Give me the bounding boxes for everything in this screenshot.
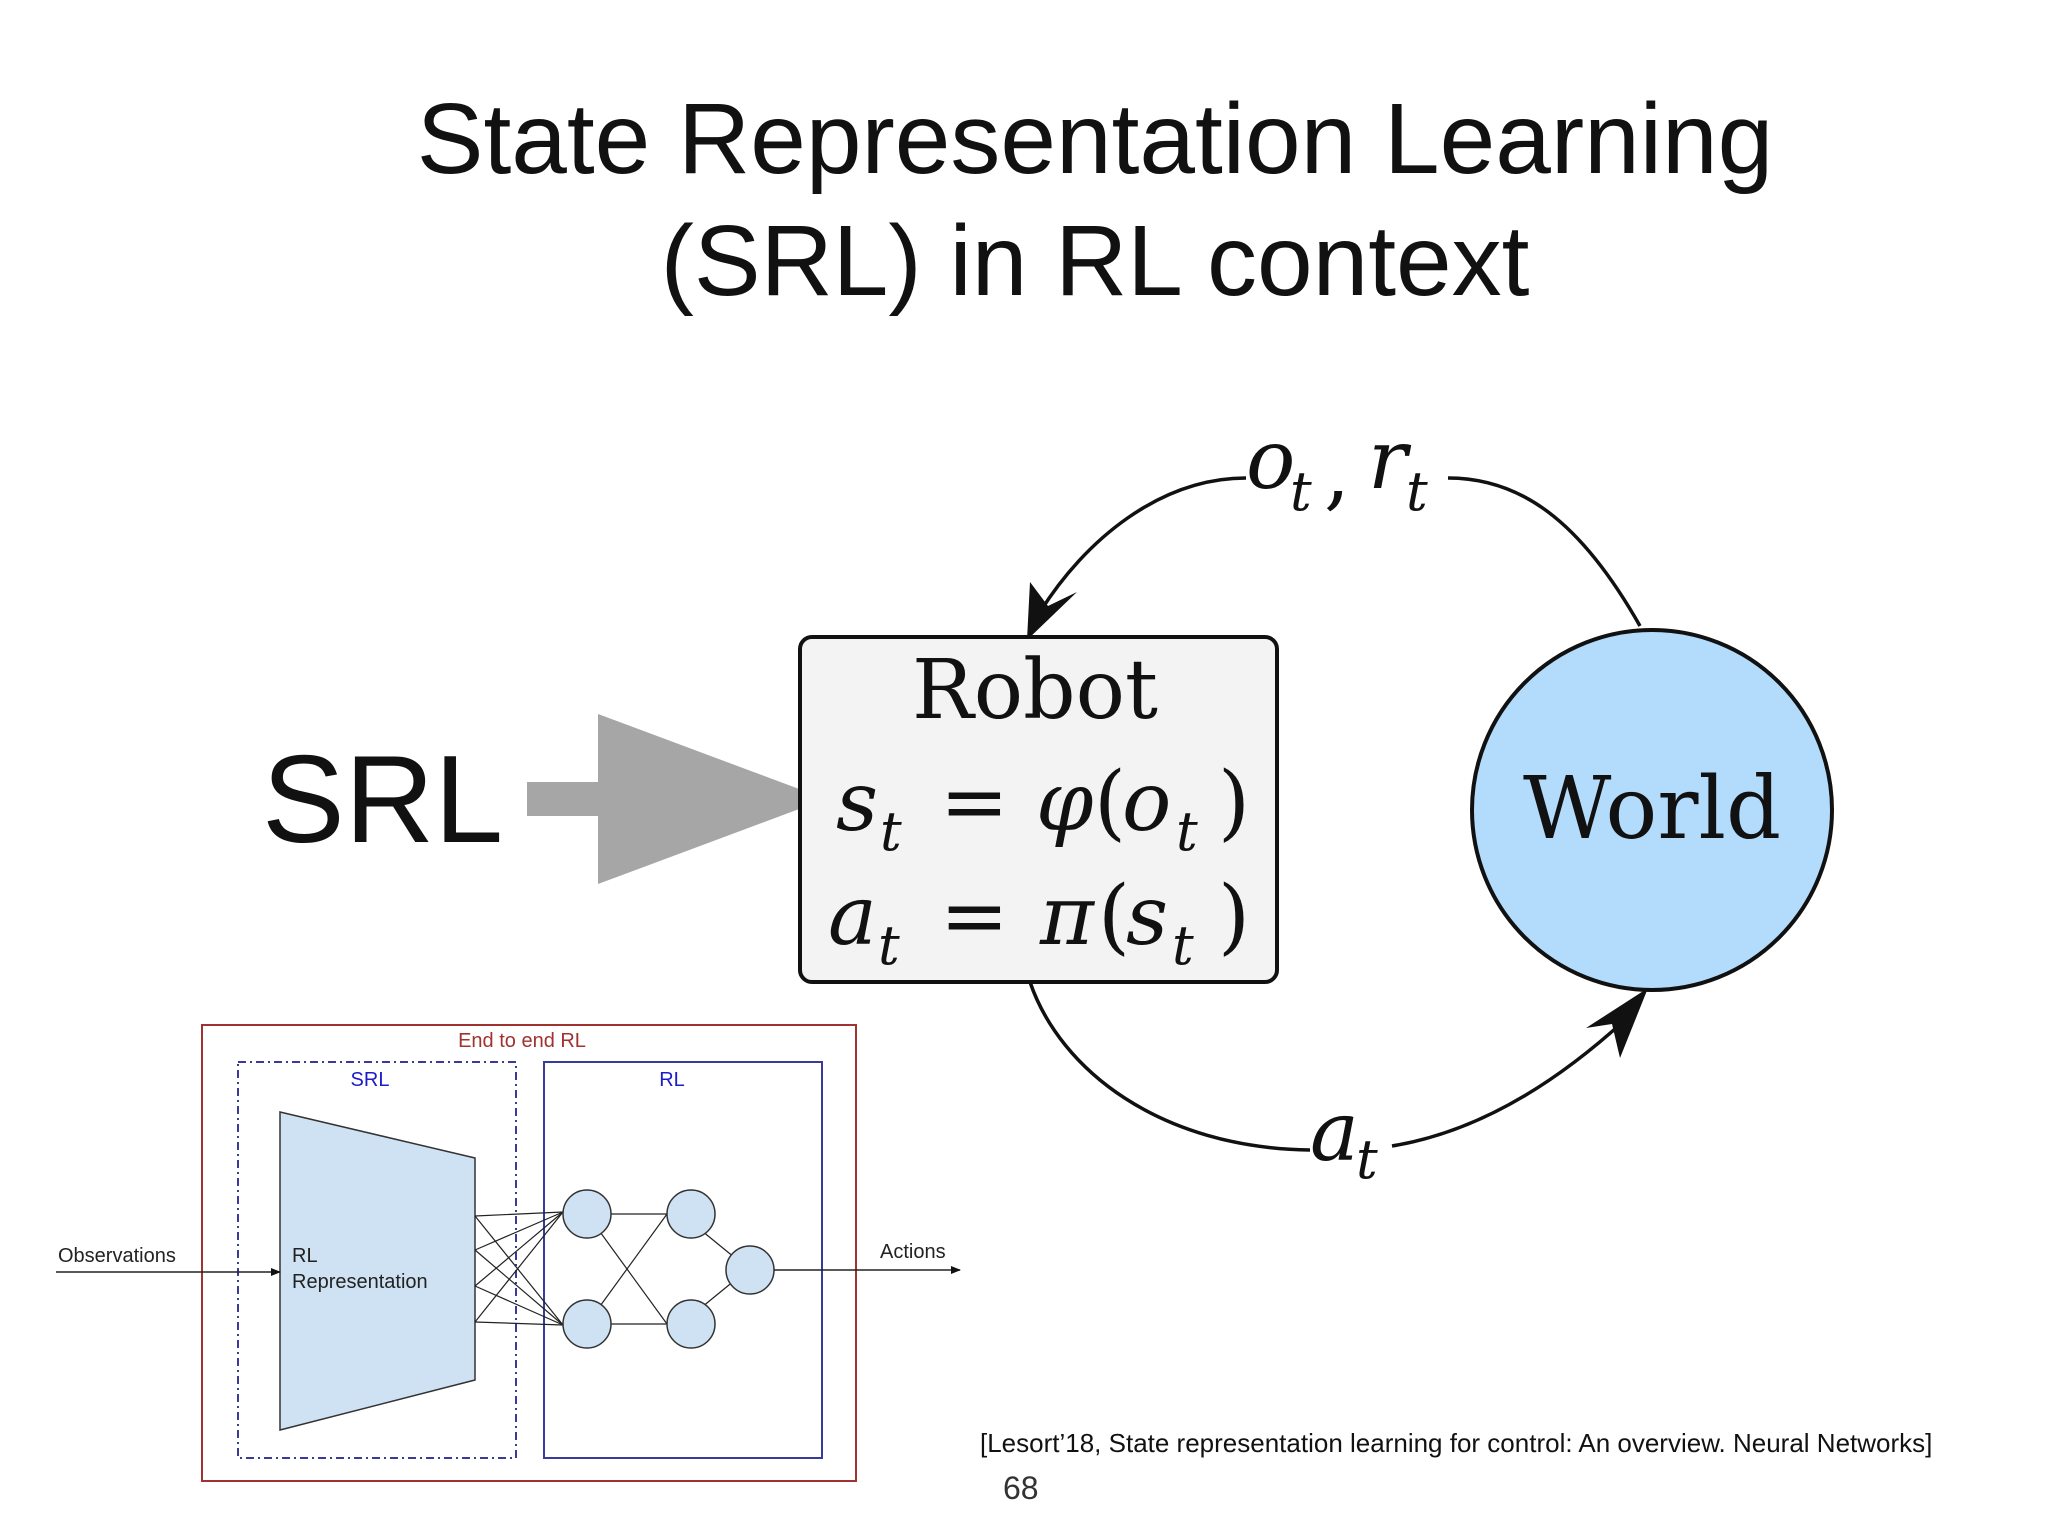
state-eq-lhs-subscript: t — [880, 800, 902, 863]
action-eq-arg: s — [1126, 869, 1168, 964]
state-eq-arg: o — [1122, 755, 1171, 850]
network-node — [666, 1299, 716, 1349]
robot-box — [798, 635, 1279, 984]
e2e-srl-label: SRL — [351, 1069, 390, 1091]
srl-label: SRL — [262, 731, 504, 869]
actions-label: Actions — [880, 1241, 946, 1263]
action-eq-open-paren: ( — [1098, 869, 1130, 964]
state-eq-open-paren: ( — [1094, 755, 1126, 850]
encoder-trapezoid — [279, 1111, 476, 1431]
citation: [Lesort’18, State representation learnin… — [980, 1428, 1933, 1458]
action-eq-arg-subscript: t — [1172, 914, 1194, 977]
encoder-label-line2: Representation — [292, 1271, 428, 1293]
action-arrow — [1028, 981, 1648, 1152]
action-symbol: a — [1310, 1085, 1359, 1180]
observations-label: Observations — [58, 1245, 176, 1267]
action-eq-close-paren: ) — [1218, 869, 1250, 964]
e2e-outer-label: End to end RL — [458, 1030, 586, 1052]
e2e-rl-label: RL — [659, 1069, 685, 1091]
state-eq-equals: = — [940, 755, 1009, 850]
state-equation: s t = φ ( o t ) — [836, 755, 1250, 863]
state-eq-lhs: s — [836, 755, 878, 850]
srl-big-arrow — [527, 714, 826, 884]
robot-label: Robot — [912, 643, 1158, 738]
observation-arrow — [1027, 476, 1642, 640]
network-node — [666, 1189, 716, 1239]
action-equation: a t = π ( s t ) — [828, 869, 1250, 977]
title-line-2: (SRL) in RL context — [660, 205, 1530, 317]
action-label: a t — [1310, 1085, 1378, 1191]
network-node — [562, 1299, 612, 1349]
slide-title: State Representation Learning (SRL) in R… — [0, 78, 2048, 322]
state-eq-function: φ — [1036, 755, 1094, 850]
e2e-diagram: End to end RL SRL RL RL Representation — [56, 1024, 961, 1482]
network-node — [562, 1189, 612, 1239]
action-eq-equals: = — [940, 869, 1009, 964]
world-circle — [1470, 628, 1834, 992]
action-eq-function: π — [1039, 869, 1096, 964]
label-comma: , — [1324, 425, 1350, 520]
encoder-label-line1: RL — [292, 1245, 318, 1267]
page-number: 68 — [1003, 1470, 1039, 1506]
network-output-node — [725, 1245, 775, 1295]
title-line-1: State Representation Learning — [416, 83, 1774, 195]
state-eq-close-paren: ) — [1218, 755, 1250, 850]
reward-symbol: r — [1368, 413, 1412, 508]
e2e-srl-box — [237, 1061, 517, 1459]
reward-subscript: t — [1406, 460, 1428, 523]
observation-reward-label: o t , r t — [1246, 413, 1428, 523]
state-eq-arg-subscript: t — [1176, 800, 1198, 863]
e2e-rl-box — [543, 1061, 823, 1459]
action-eq-lhs-subscript: t — [878, 914, 900, 977]
action-subscript: t — [1356, 1128, 1378, 1191]
observation-symbol: o — [1246, 413, 1295, 508]
action-eq-lhs: a — [828, 869, 877, 964]
world-label: World — [1523, 759, 1781, 859]
observation-subscript: t — [1290, 460, 1312, 523]
